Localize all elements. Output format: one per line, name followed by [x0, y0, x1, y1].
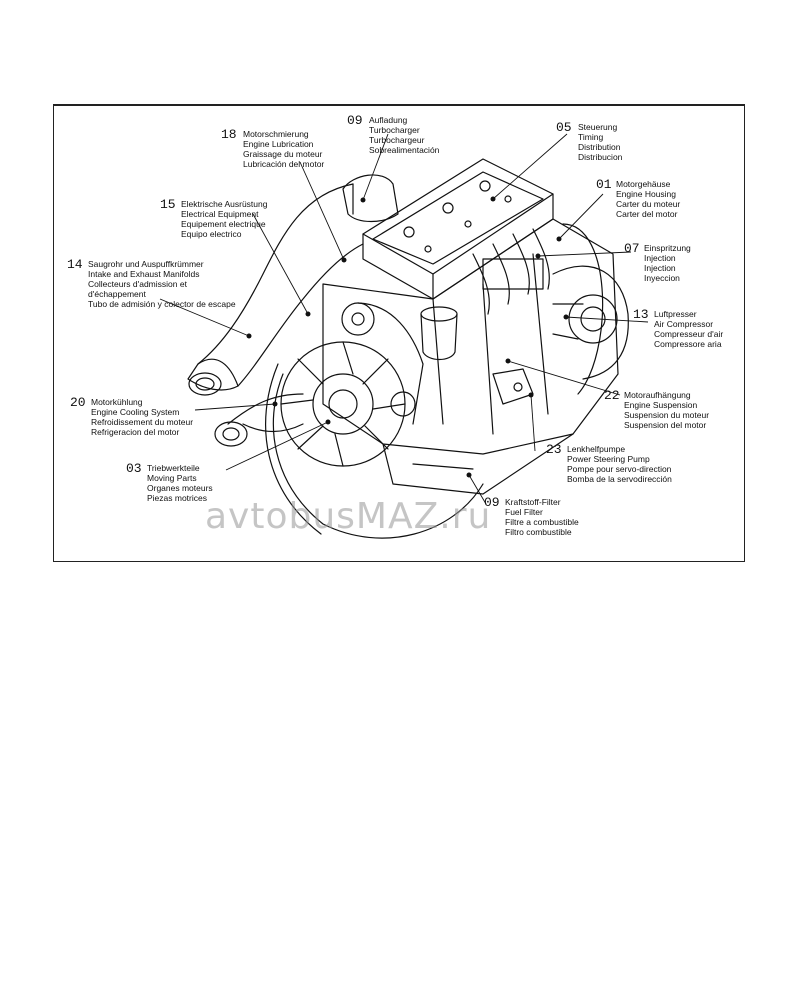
diagram-frame: [53, 104, 745, 562]
frame-top-rule: [53, 104, 745, 106]
callout-18-number: 18: [221, 127, 237, 142]
callout-09-fuel-number: 09: [484, 495, 500, 510]
callout-09-turbo-number: 09: [347, 113, 363, 128]
callout-22-number: 22: [604, 388, 620, 403]
callout-20-number: 20: [70, 395, 86, 410]
engine-drawing: [159, 133, 649, 539]
callout-03-number: 03: [126, 461, 142, 476]
watermark: avtobusMAZ.ru: [205, 496, 492, 537]
callout-15-number: 15: [160, 197, 176, 212]
callout-14-number: 14: [67, 257, 83, 272]
callout-13-number: 13: [633, 307, 649, 322]
callout-23-number: 23: [546, 442, 562, 457]
callout-05-number: 05: [556, 120, 572, 135]
callout-01-number: 01: [596, 177, 612, 192]
callout-07-number: 07: [624, 241, 640, 256]
